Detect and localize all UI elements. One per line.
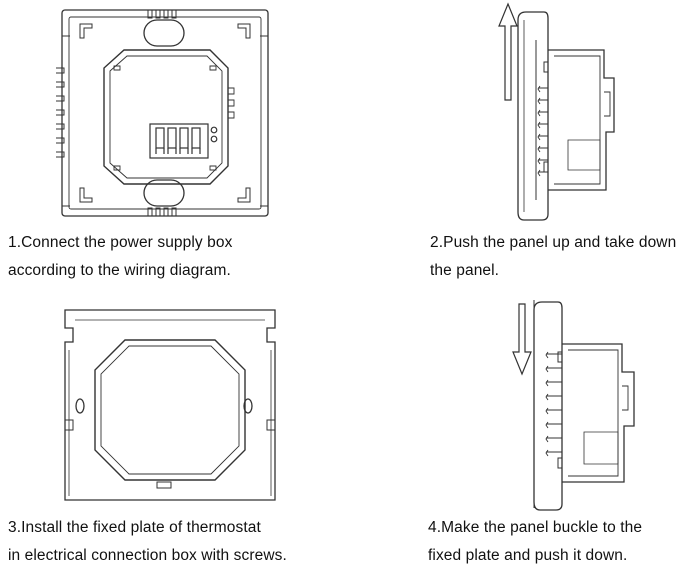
caption-step2-line1: 2.Push the panel up and take down	[430, 234, 677, 251]
octagon-box	[103, 49, 229, 185]
screw-slot-right	[243, 398, 253, 414]
figure-step1-box-front	[52, 6, 282, 222]
caption-step4-line2: fixed plate and push it down.	[428, 547, 628, 564]
caption-step1-line2: according to the wiring diagram.	[8, 262, 231, 279]
caption-step2: 2.Push the panel up and take down the pa…	[430, 229, 676, 285]
terminal-block	[149, 123, 218, 159]
caption-step1-line1: 1.Connect the power supply box	[8, 234, 233, 251]
arrow-up-icon	[498, 2, 518, 101]
figure-step4-side-view	[510, 292, 660, 514]
caption-step3: 3.Install the fixed plate of thermostat …	[8, 514, 287, 570]
outer-frame	[61, 9, 269, 217]
plate-outline	[64, 309, 276, 501]
figure-step3-fixed-plate	[55, 300, 285, 510]
arrow-down-icon	[512, 303, 532, 376]
caption-step2-line2: the panel.	[430, 262, 500, 279]
screw-slot-left	[75, 398, 85, 414]
figure-step2-side-view	[496, 0, 646, 224]
caption-step3-line1: 3.Install the fixed plate of thermostat	[8, 519, 261, 536]
octagon-opening	[94, 339, 246, 481]
caption-step4: 4.Make the panel buckle to the fixed pla…	[428, 514, 642, 570]
caption-step1: 1.Connect the power supply box according…	[8, 229, 232, 285]
caption-step3-line2: in electrical connection box with screws…	[8, 547, 287, 564]
caption-step4-line1: 4.Make the panel buckle to the	[428, 519, 643, 536]
